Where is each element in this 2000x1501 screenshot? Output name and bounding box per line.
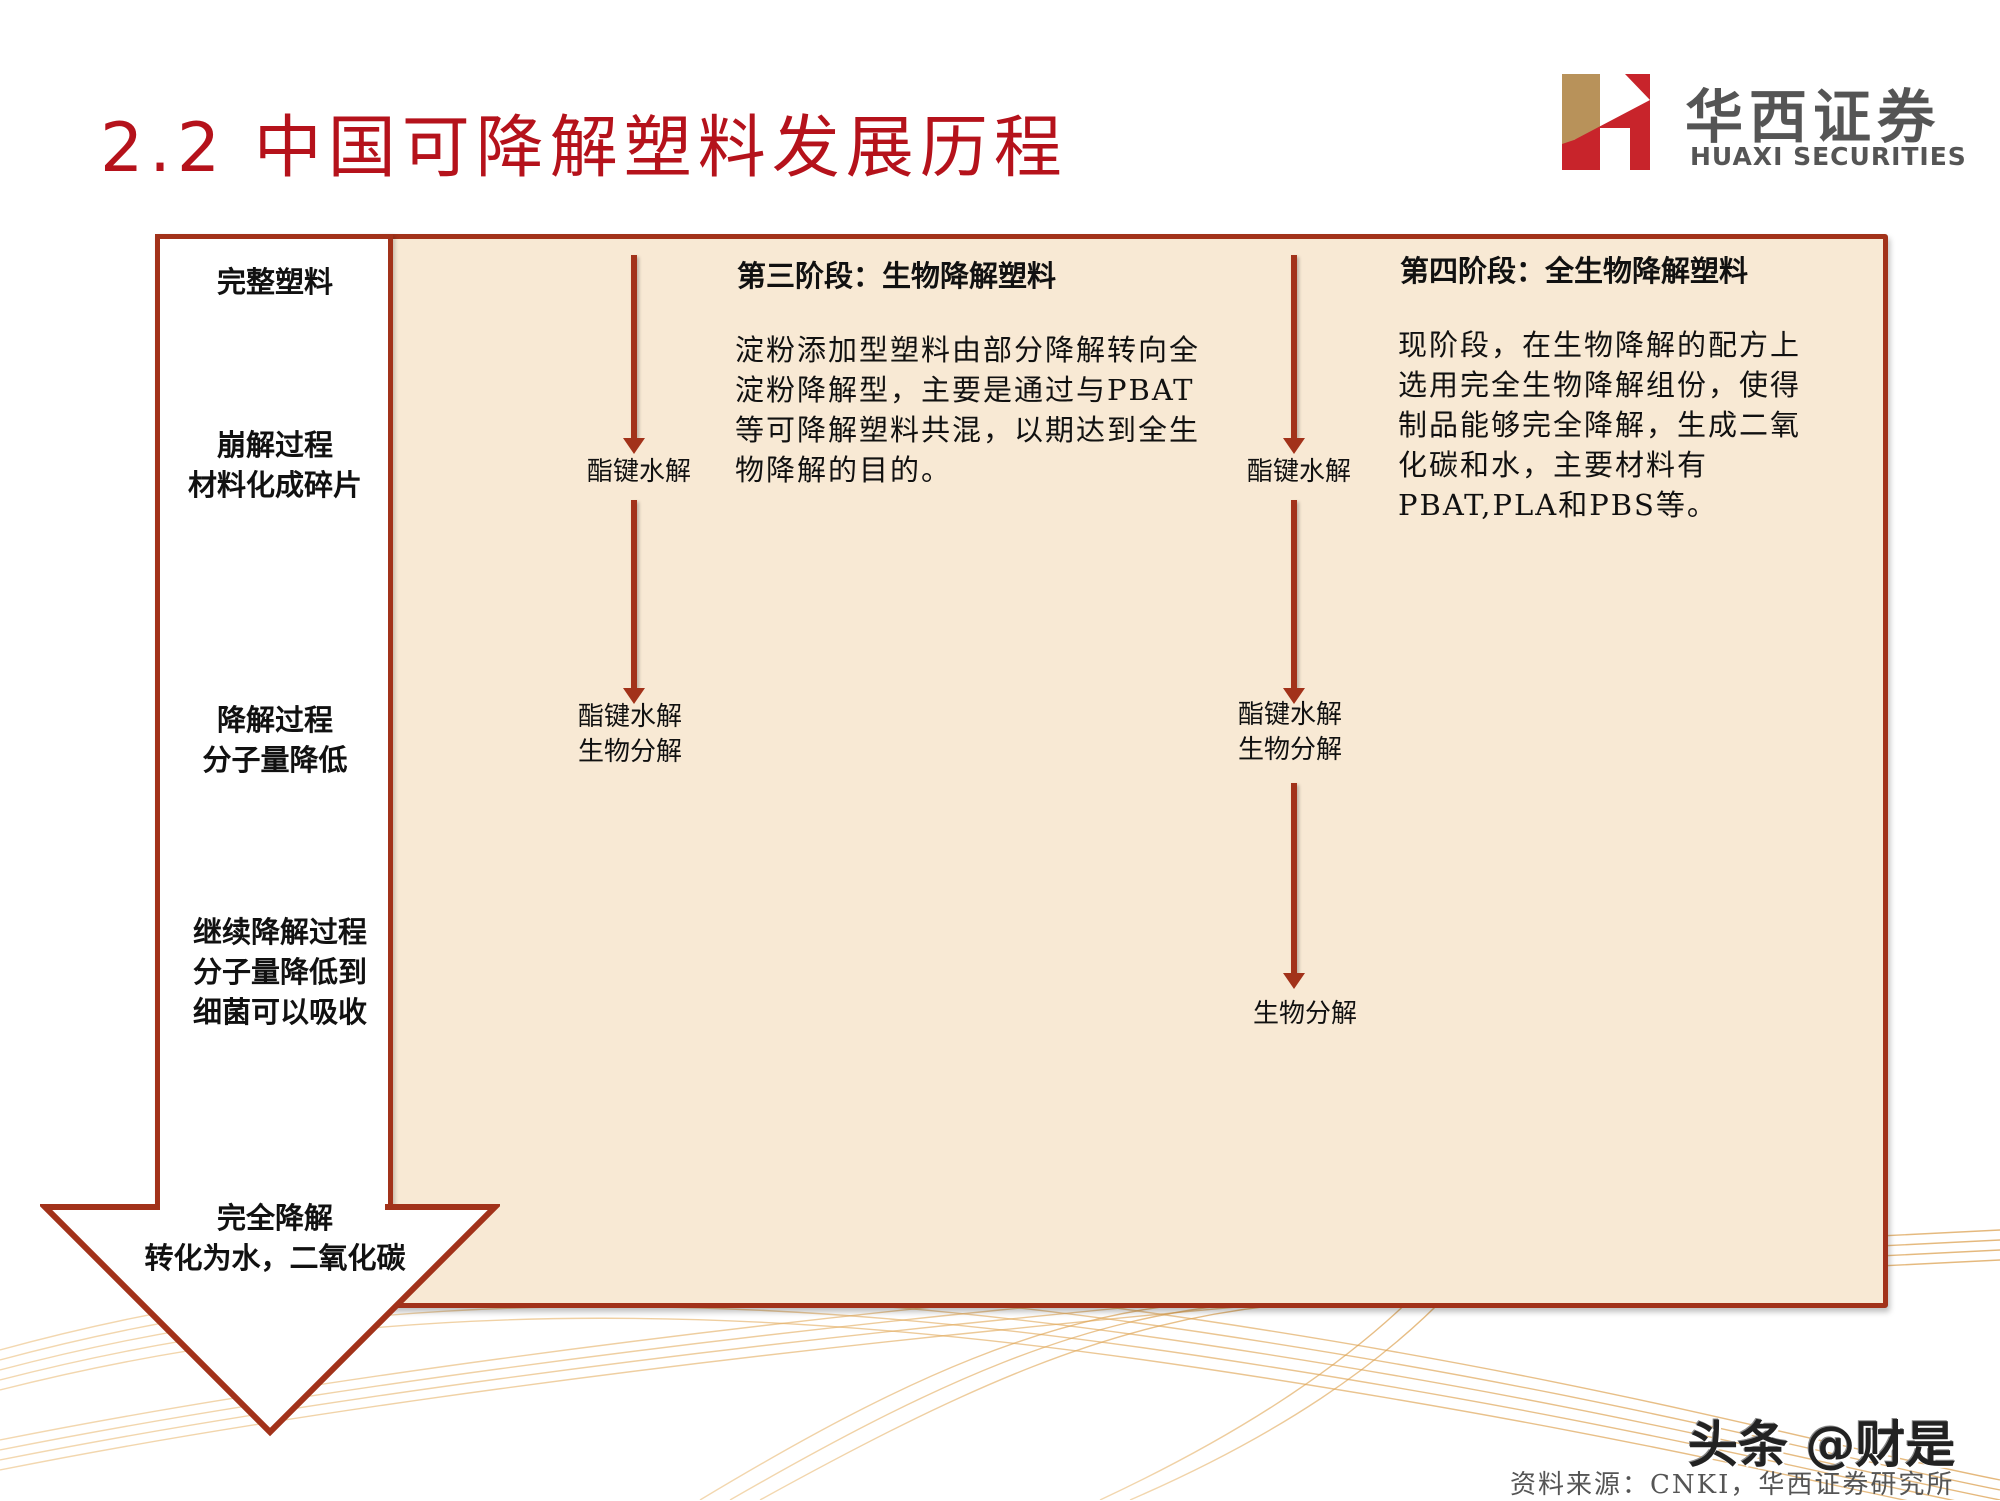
degradation-process-column — [155, 234, 393, 1219]
page-title: 2.2 中国可降解塑料发展历程 — [100, 109, 1068, 188]
flow-arrow-down-icon — [623, 500, 645, 704]
logo-name-cn: 华西证券 — [1685, 83, 1942, 151]
stage3-description: 淀粉添加型塑料由部分降解转向全淀粉降解型，主要是通过与PBAT等可降解塑料共混，… — [735, 333, 1201, 487]
stage-label-complete-degradation: 完全降解 转化为水，二氧化碳 — [90, 1198, 460, 1278]
stage-label-line: 分子量降低到 — [192, 955, 367, 989]
stage3-flow-label-1: 酯键水解 — [586, 457, 691, 487]
source-note: 资料来源：CNKI，华西证券研究所 — [1510, 1470, 1955, 1500]
degradation-down-arrow-icon — [40, 1200, 500, 1437]
stage4-flow-label-1: 酯键水解 — [1246, 457, 1351, 487]
stage3-title: 第三阶段：生物降解塑料 — [737, 259, 1057, 293]
flow-label-line: 生物分解 — [577, 737, 682, 767]
flow-arrow-down-icon — [1283, 255, 1305, 454]
stage-label-line: 细菌可以吸收 — [192, 995, 367, 1029]
flow-arrow-down-icon — [1283, 783, 1305, 989]
stage-label-line: 转化为水，二氧化碳 — [144, 1241, 406, 1275]
stage4-description: 现阶段，在生物降解的配方上选用完全生物降解组份，使得制品能够完全降解，生成二氧化… — [1398, 328, 1802, 522]
flow-label-line: 酯键水解 — [1237, 700, 1342, 730]
stage-label-degradation: 降解过程 分子量降低 — [155, 700, 395, 780]
stage-label-line: 继续降解过程 — [192, 915, 367, 949]
stage-label-continued-degradation: 继续降解过程 分子量降低到 细菌可以吸收 — [160, 912, 400, 1032]
stage-label-line: 降解过程 — [216, 703, 333, 737]
stage-label-line: 分子量降低 — [202, 743, 348, 777]
logo-name-en: HUAXI SECURITIES — [1690, 142, 1967, 171]
stage3-flow-label-2: 酯键水解 生物分解 — [565, 700, 695, 770]
watermark: 头条 @财是 — [1688, 1416, 1956, 1474]
stage-label-line: 完整塑料 — [216, 265, 333, 299]
company-logo: 华西证券 HUAXI SECURITIES — [1560, 70, 1966, 175]
stage-label-intact-plastic: 完整塑料 — [155, 262, 395, 302]
flow-arrow-down-icon — [623, 255, 645, 454]
stage-label-line: 崩解过程 — [216, 428, 333, 462]
flow-label-line: 酯键水解 — [577, 702, 682, 732]
flow-label-line: 生物分解 — [1237, 735, 1342, 765]
stage4-flow-label-2: 酯键水解 生物分解 — [1225, 698, 1355, 768]
stage-label-line: 材料化成碎片 — [187, 468, 362, 502]
flow-arrow-down-icon — [1283, 500, 1305, 704]
stage4-title: 第四阶段：全生物降解塑料 — [1400, 254, 1749, 288]
stage-label-line: 完全降解 — [216, 1201, 333, 1235]
stage4-flow-label-3: 生物分解 — [1252, 999, 1357, 1029]
huaxi-h-logo-icon — [1562, 74, 1650, 170]
stages-panel — [378, 234, 1888, 1308]
stage-label-disintegration: 崩解过程 材料化成碎片 — [155, 425, 395, 505]
